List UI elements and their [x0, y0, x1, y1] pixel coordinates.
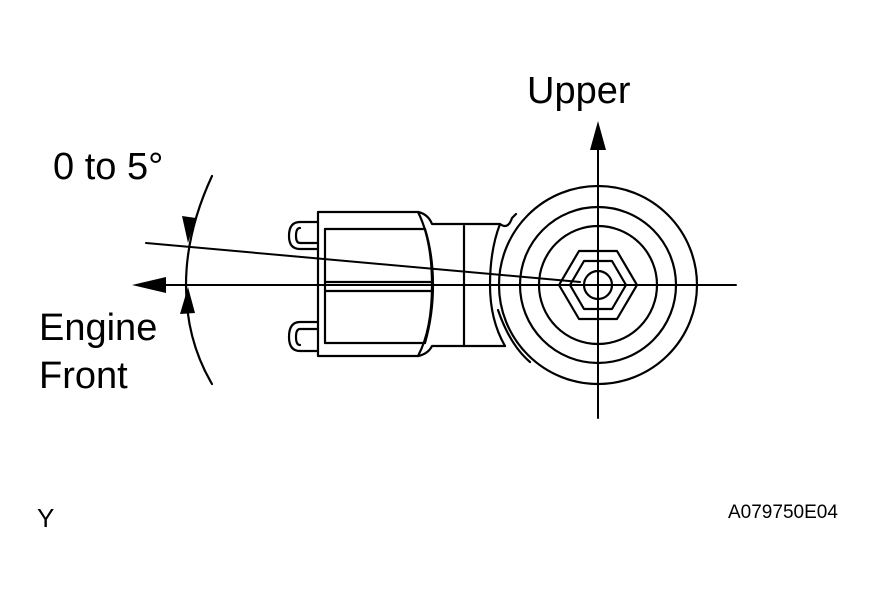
engine-front-arrow-icon [132, 277, 166, 293]
angle-arc [180, 174, 214, 386]
figure-code: A079750E04 [728, 502, 838, 523]
center-axes [145, 147, 737, 419]
engine-front-label-line1: Engine [39, 307, 158, 349]
engine-front-label: Engine Front [39, 304, 157, 400]
angle-label: 0 to 5° [53, 146, 164, 188]
upper-arrow-icon [590, 121, 606, 150]
upper-label: Upper [527, 70, 631, 112]
angle-arrowhead-lower-icon [180, 287, 195, 314]
engine-front-label-line2: Front [39, 355, 128, 397]
view-letter: Y [37, 503, 55, 533]
sensor-connector-body [287, 210, 518, 358]
angle-arrowhead-upper-icon [182, 216, 196, 243]
